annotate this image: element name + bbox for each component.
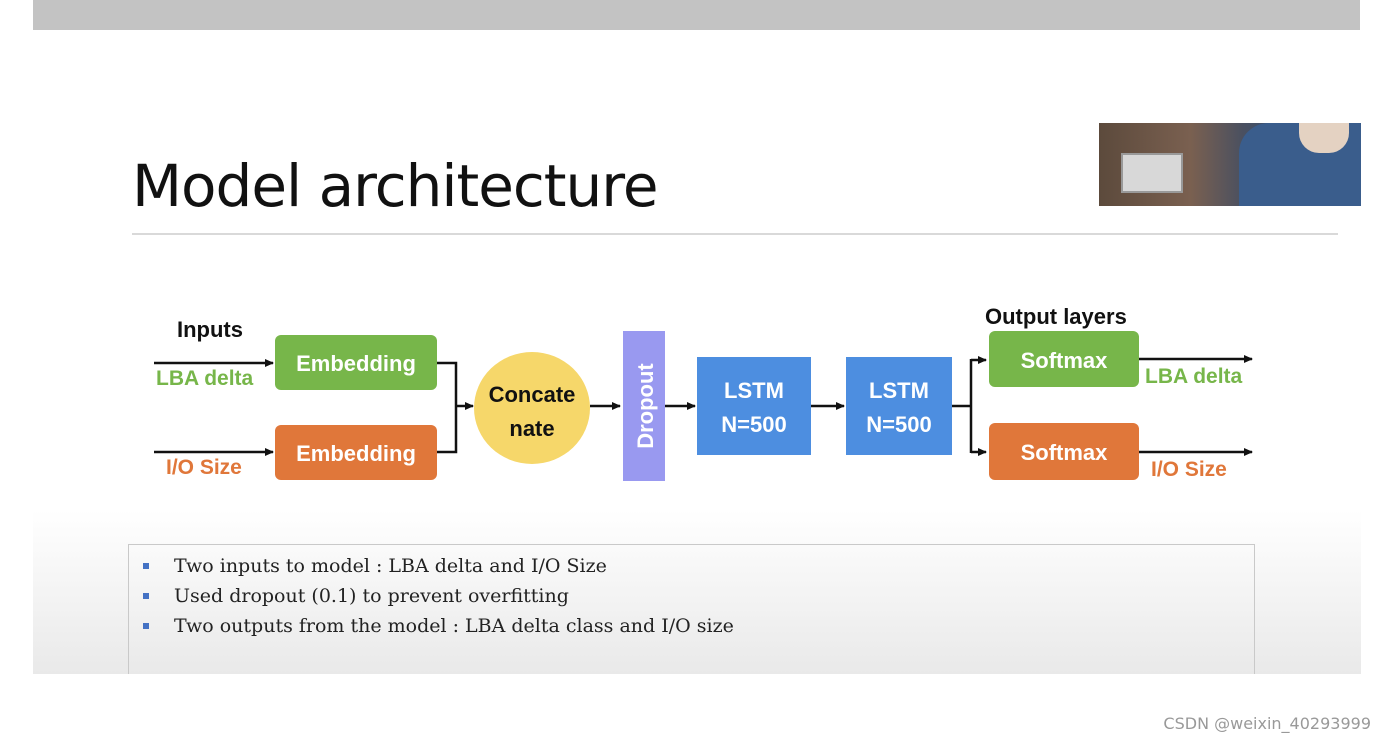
embedding-top-box bbox=[275, 335, 437, 390]
lstm1-box bbox=[697, 357, 811, 455]
watermark: CSDN @weixin_40293999 bbox=[1163, 714, 1371, 733]
slide: Model architecture Inputs Output layers … bbox=[33, 30, 1361, 674]
embedding-top-label: Embedding bbox=[296, 351, 416, 376]
architecture-diagram: Inputs Output layers LBA delta I/O Size … bbox=[154, 304, 1253, 481]
bullet-list: Two inputs to model : LBA delta and I/O … bbox=[129, 545, 1254, 641]
title-divider bbox=[132, 233, 1338, 235]
webcam-background-object bbox=[1121, 153, 1183, 193]
slide-title: Model architecture bbox=[132, 152, 659, 220]
dropout-label: Dropout bbox=[633, 363, 658, 449]
softmax-top-label: Softmax bbox=[1021, 348, 1109, 373]
softmax-top-box bbox=[989, 331, 1139, 387]
notes-box: Two inputs to model : LBA delta and I/O … bbox=[128, 544, 1255, 674]
video-top-bar bbox=[33, 0, 1360, 30]
inputs-heading: Inputs bbox=[177, 317, 243, 342]
bullet-item: Two inputs to model : LBA delta and I/O … bbox=[143, 551, 1254, 581]
lstm1-label-line1: LSTM bbox=[724, 378, 784, 403]
softmax-bottom-label: Softmax bbox=[1021, 440, 1109, 465]
output-io-label: I/O Size bbox=[1151, 458, 1227, 481]
bullet-text: Two inputs to model : LBA delta and I/O … bbox=[174, 555, 607, 577]
output-lba-label: LBA delta bbox=[1145, 365, 1243, 388]
lstm1-label-line2: N=500 bbox=[721, 412, 786, 437]
concatenate-node bbox=[474, 352, 590, 464]
webcam-video bbox=[1099, 123, 1361, 206]
lstm2-label-line1: LSTM bbox=[869, 378, 929, 403]
concatenate-label-line2: nate bbox=[509, 416, 554, 441]
embedding-bottom-label: Embedding bbox=[296, 441, 416, 466]
dropout-box bbox=[623, 331, 665, 481]
input-io-label: I/O Size bbox=[166, 456, 242, 479]
webcam-collar bbox=[1299, 123, 1349, 153]
outputs-heading: Output layers bbox=[985, 304, 1127, 329]
bullet-square-icon bbox=[143, 623, 149, 629]
merge-line-bottom bbox=[437, 406, 458, 454]
slide-bottom-fade bbox=[33, 510, 1361, 674]
bullet-item: Two outputs from the model : LBA delta c… bbox=[143, 611, 1254, 641]
embedding-bottom-box bbox=[275, 425, 437, 480]
merge-line-top bbox=[437, 361, 458, 406]
lstm2-label-line2: N=500 bbox=[866, 412, 931, 437]
bullet-text: Two outputs from the model : LBA delta c… bbox=[174, 615, 734, 637]
concatenate-label-line1: Concate bbox=[489, 382, 576, 407]
bullet-square-icon bbox=[143, 563, 149, 569]
lstm2-box bbox=[846, 357, 952, 455]
softmax-bottom-box bbox=[989, 423, 1139, 480]
bullet-item: Used dropout (0.1) to prevent overfittin… bbox=[143, 581, 1254, 611]
input-lba-label: LBA delta bbox=[156, 367, 254, 390]
bullet-text: Used dropout (0.1) to prevent overfittin… bbox=[174, 585, 569, 607]
bullet-square-icon bbox=[143, 593, 149, 599]
